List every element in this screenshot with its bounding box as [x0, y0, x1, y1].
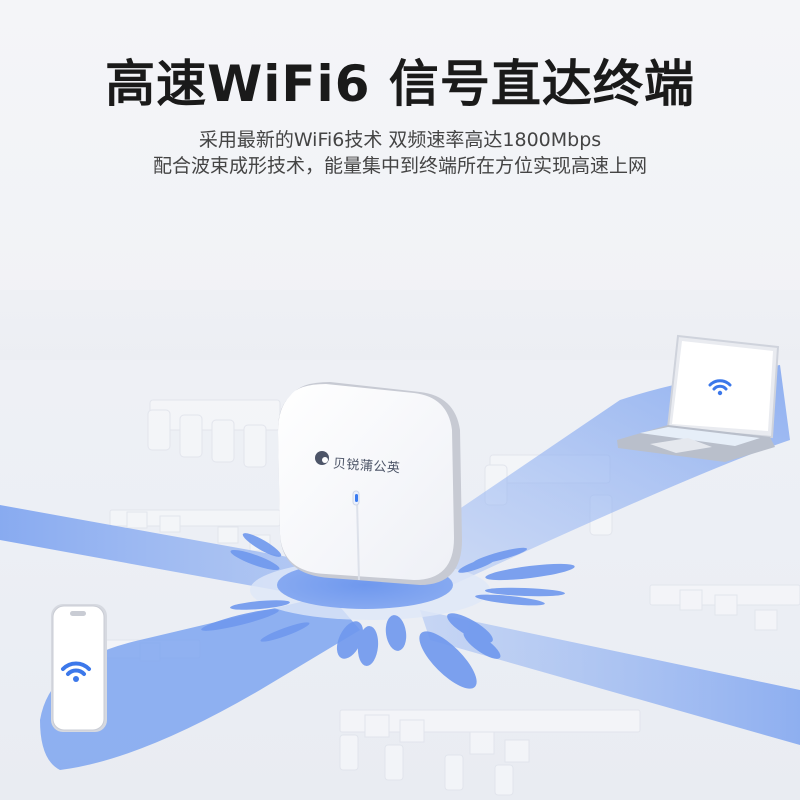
status-light	[355, 494, 358, 502]
beam-phone	[40, 595, 360, 770]
smartphone-device	[51, 604, 107, 732]
signal-splash	[201, 533, 575, 689]
router-device	[278, 382, 462, 585]
subtitle-line-1: 采用最新的WiFi6技术 双频速率高达1800Mbps	[198, 129, 602, 151]
beam-right	[420, 610, 800, 745]
subtitle-line-2: 配合波束成形技术，能量集中到终端所在方位实现高速上网	[152, 155, 647, 177]
headline: 高速WiFi6 信号直达终端	[105, 55, 695, 113]
phone-wifi-icon	[61, 661, 91, 682]
background-top	[0, 0, 800, 330]
laptop-wifi-icon	[708, 379, 732, 396]
laptop-device	[617, 334, 780, 462]
